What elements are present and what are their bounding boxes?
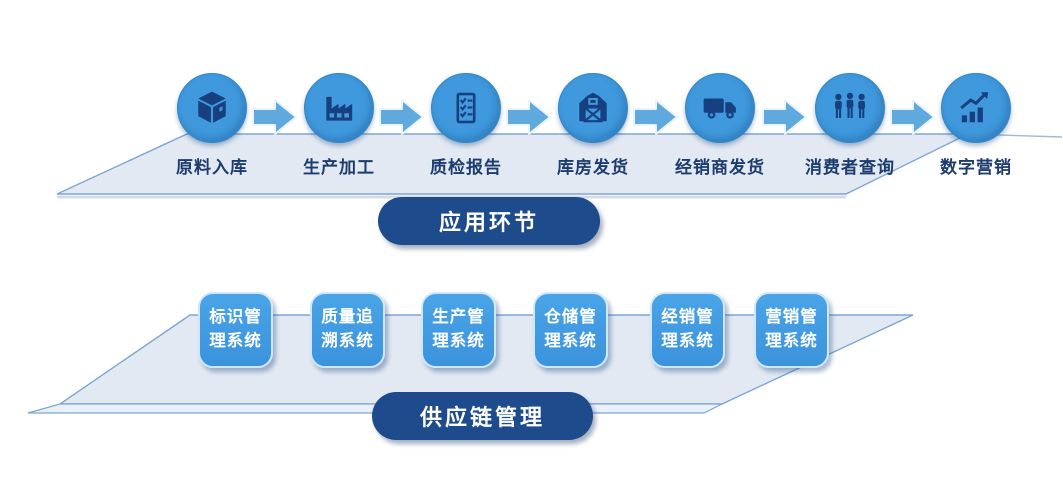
system-box-label: 营销管理系统 [765, 308, 818, 350]
supply-chain-management-pill: 供应链管理 [372, 392, 593, 440]
stage-circle [815, 73, 885, 143]
system-box-label: 生产管理系统 [432, 308, 485, 350]
stage-circle [941, 73, 1011, 143]
system-box-warehousing: 仓储管理系统 [533, 292, 608, 368]
system-box-label: 仓储管理系统 [544, 308, 597, 350]
package-icon [198, 91, 226, 123]
stage-production: 生产加工 [303, 73, 375, 183]
stage-label: 消费者查询 [805, 158, 895, 177]
flow-arrow [252, 99, 297, 135]
stage-qc-report: 质检报告 [430, 73, 502, 183]
stage-circle [431, 73, 501, 143]
system-box-label: 质量追溯系统 [321, 308, 374, 350]
system-box-marketing: 营销管理系统 [754, 292, 829, 368]
stage-label: 原料入库 [176, 158, 248, 177]
stage-consumer-query: 消费者查询 [805, 73, 894, 183]
flow-arrow [379, 99, 424, 135]
system-box-identification: 标识管理系统 [198, 292, 273, 368]
system-box-quality-trace: 质量追溯系统 [310, 292, 385, 368]
truck-icon [703, 98, 736, 119]
flow-arrow [506, 99, 551, 135]
system-box-label: 经销管理系统 [661, 308, 714, 350]
stage-circle [685, 73, 755, 143]
stage-warehouse-shipping: 库房发货 [557, 73, 629, 183]
system-box-production: 生产管理系统 [421, 292, 496, 368]
barn-icon [579, 92, 607, 123]
stage-label: 生产加工 [303, 158, 375, 177]
stage-label: 质检报告 [430, 158, 502, 177]
stage-circle [558, 73, 628, 143]
people-icon [835, 92, 865, 119]
supply-chain-management-pill-label: 供应链管理 [419, 405, 545, 430]
stage-circle [304, 73, 374, 143]
checklist-icon [456, 92, 476, 124]
application-stage-pill-label: 应用环节 [438, 210, 539, 235]
stage-raw-material-in: 原料入库 [176, 73, 248, 183]
system-box-label: 标识管理系统 [209, 308, 262, 350]
stage-label: 经销商发货 [675, 158, 765, 177]
stage-circle [177, 73, 247, 143]
system-box-distribution: 经销管理系统 [650, 292, 725, 368]
application-stage-pill: 应用环节 [378, 197, 600, 245]
factory-icon [326, 96, 353, 121]
flow-arrow [890, 99, 935, 135]
stage-label: 数字营销 [940, 158, 1012, 177]
flow-arrow [762, 99, 807, 135]
trend-chart-icon [960, 92, 989, 123]
stage-label: 库房发货 [557, 158, 629, 177]
stage-distributor-shipping: 经销商发货 [675, 73, 764, 183]
stage-digital-marketing: 数字营销 [940, 73, 1012, 183]
flow-arrow [633, 99, 678, 135]
